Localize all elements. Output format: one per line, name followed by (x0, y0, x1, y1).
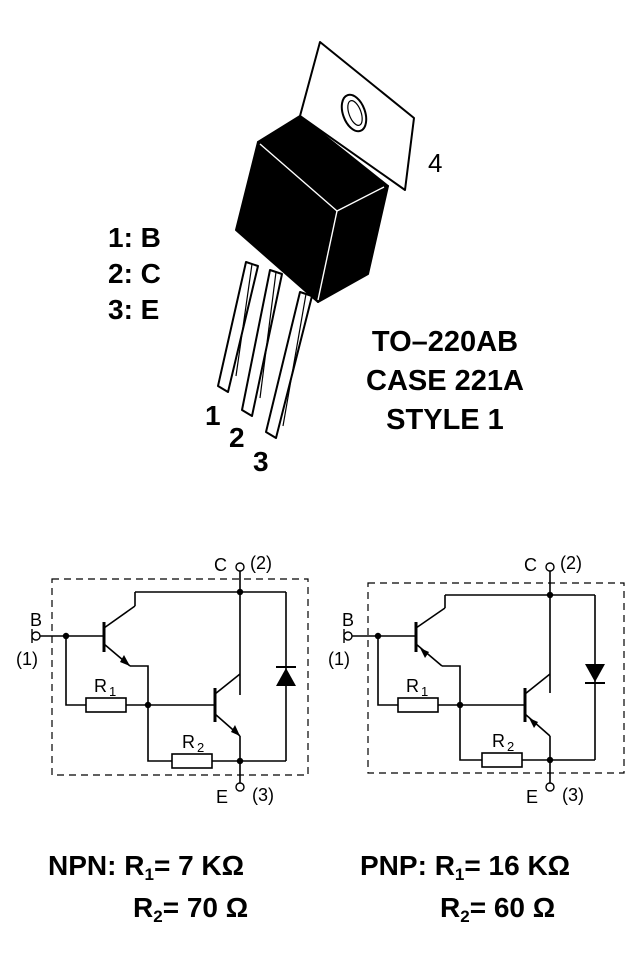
terminal-e-number: (3) (562, 785, 584, 805)
terminal-c-number: (2) (560, 553, 582, 573)
package-outline (367, 582, 625, 774)
resistor-r1 (397, 697, 439, 713)
style-number: STYLE 1 (386, 404, 504, 436)
terminal-c-number: (2) (250, 553, 272, 573)
q2-emitter-arrow (231, 725, 240, 736)
terminal-e-node (545, 782, 555, 792)
terminal-c-label: C (524, 555, 537, 575)
q1-emitter-arrow (420, 648, 429, 658)
terminal-b-label: B (30, 610, 42, 630)
resistor-r2 (171, 753, 213, 769)
package-outline (51, 578, 309, 776)
resistor-r1 (85, 697, 127, 713)
package-body (235, 115, 389, 303)
terminal-e-label: E (216, 787, 228, 807)
terminal-c-node (235, 562, 245, 572)
package-leads (217, 261, 313, 439)
case-number: CASE 221A (366, 365, 524, 397)
q2-emitter-arrow (529, 718, 538, 728)
pnp-r2-value: R2= 60 Ω (440, 892, 556, 926)
pin-assignment-list: 1: B 2: C 3: E (108, 220, 161, 328)
diode-symbol (585, 664, 605, 682)
lead-number-2: 2 (229, 422, 245, 453)
lead-number-1: 1 (205, 400, 221, 431)
package-type: TO–220AB (371, 326, 519, 358)
package-description: TO–220AB CASE 221A STYLE 1 (335, 323, 555, 440)
terminal-e-label: E (526, 787, 538, 807)
terminal-b-number: (1) (16, 649, 38, 669)
resistor-r2 (481, 752, 523, 768)
metal-tab (299, 41, 415, 191)
pnp-r1-value: PNP: R1= 16 KΩ (360, 850, 571, 884)
terminal-e-number: (3) (252, 785, 274, 805)
tab-pin-number: 4 (428, 148, 443, 178)
terminal-b-node (343, 631, 353, 641)
terminal-b-number: (1) (328, 649, 350, 669)
diode-symbol (276, 668, 296, 686)
q1-emitter-arrow (120, 655, 130, 666)
terminal-c-node (545, 562, 555, 572)
pin-assignment-2: 2: C (108, 258, 161, 289)
terminal-e-node (235, 782, 245, 792)
pin-assignment-1: 1: B (108, 222, 161, 253)
lead-number-3: 3 (253, 446, 269, 477)
to220-package-drawing (217, 41, 415, 439)
terminal-b-node (31, 631, 41, 641)
terminal-c-label: C (214, 555, 227, 575)
npn-r1-value: NPN: R1= 7 KΩ (48, 850, 245, 884)
npn-r2-value: R2= 70 Ω (133, 892, 249, 926)
terminal-b-label: B (342, 610, 354, 630)
pin-assignment-3: 3: E (108, 294, 160, 325)
